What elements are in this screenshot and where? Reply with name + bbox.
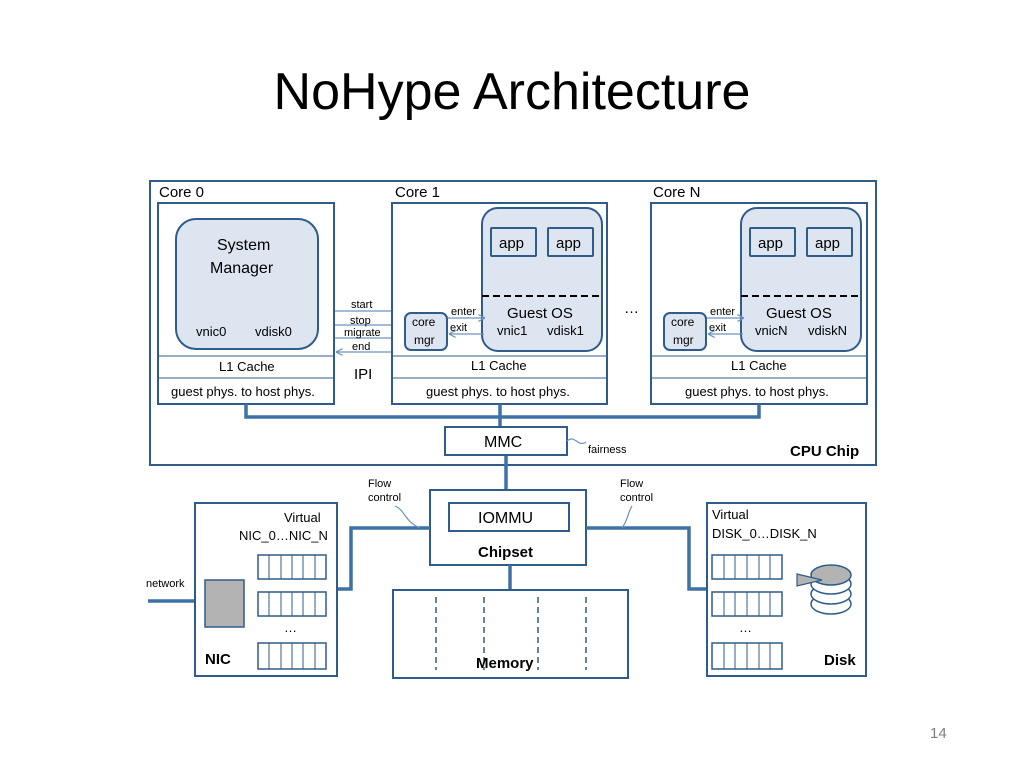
vdisk0-label: vdisk0 <box>255 324 292 339</box>
nic: Virtual NIC_0…NIC_N … NIC <box>194 502 338 677</box>
app-box-1a <box>490 227 537 257</box>
nic-queue-3 <box>257 642 327 670</box>
translation-n: guest phys. to host phys. <box>685 384 829 399</box>
enter-n: enter <box>710 306 735 318</box>
mmc-box <box>444 426 568 456</box>
iommu-box <box>448 502 570 532</box>
core-0: Core 0 System Manager vnic0 vdisk0 L1 Ca… <box>157 184 335 405</box>
nic-queue-ellipsis: … <box>284 620 297 635</box>
memory-label: Memory <box>476 655 534 672</box>
app-box-nb <box>806 227 853 257</box>
disk-queue-3 <box>711 642 783 670</box>
vdisk1-label: vdisk1 <box>547 323 584 338</box>
app-box-na <box>749 227 796 257</box>
core-mgr-1-line2: mgr <box>414 333 435 347</box>
mmc-label: MMC <box>484 434 522 451</box>
translation-1: guest phys. to host phys. <box>426 384 570 399</box>
cores-ellipsis: … <box>624 300 639 317</box>
flow-control-left-line1: Flow <box>368 478 391 490</box>
cpu-chip-label: CPU Chip <box>790 443 859 460</box>
memory: Memory <box>392 589 629 679</box>
nic-queue-2 <box>257 591 327 617</box>
app-label-na: app <box>758 235 783 252</box>
vnicn-label: vnicN <box>755 323 788 338</box>
app-label-nb: app <box>815 235 840 252</box>
disk-platter-icon <box>796 564 852 615</box>
nic-label: NIC <box>205 651 231 668</box>
nic-chip <box>204 579 245 628</box>
ipi-label: IPI <box>354 366 372 383</box>
disk-label: Disk <box>824 652 856 669</box>
vdiskn-label: vdiskN <box>808 323 847 338</box>
fairness-label: fairness <box>588 444 627 456</box>
core-1-label: Core 1 <box>395 184 440 201</box>
app-label-1a: app <box>499 235 524 252</box>
network-label: network <box>146 578 185 590</box>
l1-cache-n: L1 Cache <box>731 358 787 373</box>
nic-virtual-line2: NIC_0…NIC_N <box>239 528 328 543</box>
flow-control-right-line2: control <box>620 492 653 504</box>
disk-virtual-line2: DISK_0…DISK_N <box>712 526 817 541</box>
core-mgr-n-line1: core <box>671 315 695 329</box>
translation-0: guest phys. to host phys. <box>171 384 315 399</box>
core-mgr-n-line2: mgr <box>673 333 694 347</box>
flow-control-left-line2: control <box>368 492 401 504</box>
app-box-1b <box>547 227 594 257</box>
exit-1: exit <box>450 322 467 334</box>
app-label-1b: app <box>556 235 581 252</box>
core-mgr-1-line1: core <box>412 315 436 329</box>
disk-queue-1 <box>711 554 783 580</box>
ipi-start: start <box>351 299 372 311</box>
l1-cache-1: L1 Cache <box>471 358 527 373</box>
chipset-label: Chipset <box>478 544 533 561</box>
guest-os-1: Guest OS <box>507 305 573 322</box>
core-n: Core N app app Guest OS vnicN vdiskN cor… <box>650 184 868 405</box>
disk-virtual-line1: Virtual <box>712 507 749 522</box>
flow-control-right-line1: Flow <box>620 478 643 490</box>
ipi-end: end <box>352 341 370 353</box>
disk-queue-ellipsis: … <box>739 620 752 635</box>
system-manager-line2: Manager <box>210 260 274 277</box>
disk-queue-2 <box>711 591 783 617</box>
l1-cache-0: L1 Cache <box>219 359 275 374</box>
ipi-stop: stop <box>350 315 371 327</box>
nic-virtual-line1: Virtual <box>284 510 321 525</box>
slide-title: NoHype Architecture <box>273 63 751 121</box>
core-n-label: Core N <box>653 184 701 201</box>
core-mgr-1 <box>404 312 448 351</box>
guest-os-n: Guest OS <box>766 305 832 322</box>
ipi-migrate: migrate <box>344 327 381 339</box>
nic-queue-1 <box>257 554 327 580</box>
iommu-label: IOMMU <box>478 510 533 527</box>
cpu-bus <box>244 404 761 490</box>
disk: Virtual DISK_0…DISK_N … Disk <box>706 502 867 677</box>
system-manager-line1: System <box>217 237 270 254</box>
page-number: 14 <box>930 725 947 742</box>
enter-1: enter <box>451 306 476 318</box>
exit-n: exit <box>709 322 726 334</box>
core-mgr-n <box>663 312 707 351</box>
core-1: Core 1 app app Guest OS vnic1 vdisk1 cor… <box>391 184 608 405</box>
system-manager <box>175 218 319 350</box>
vnic0-label: vnic0 <box>196 324 226 339</box>
vnic1-label: vnic1 <box>497 323 527 338</box>
core-0-label: Core 0 <box>159 184 204 201</box>
